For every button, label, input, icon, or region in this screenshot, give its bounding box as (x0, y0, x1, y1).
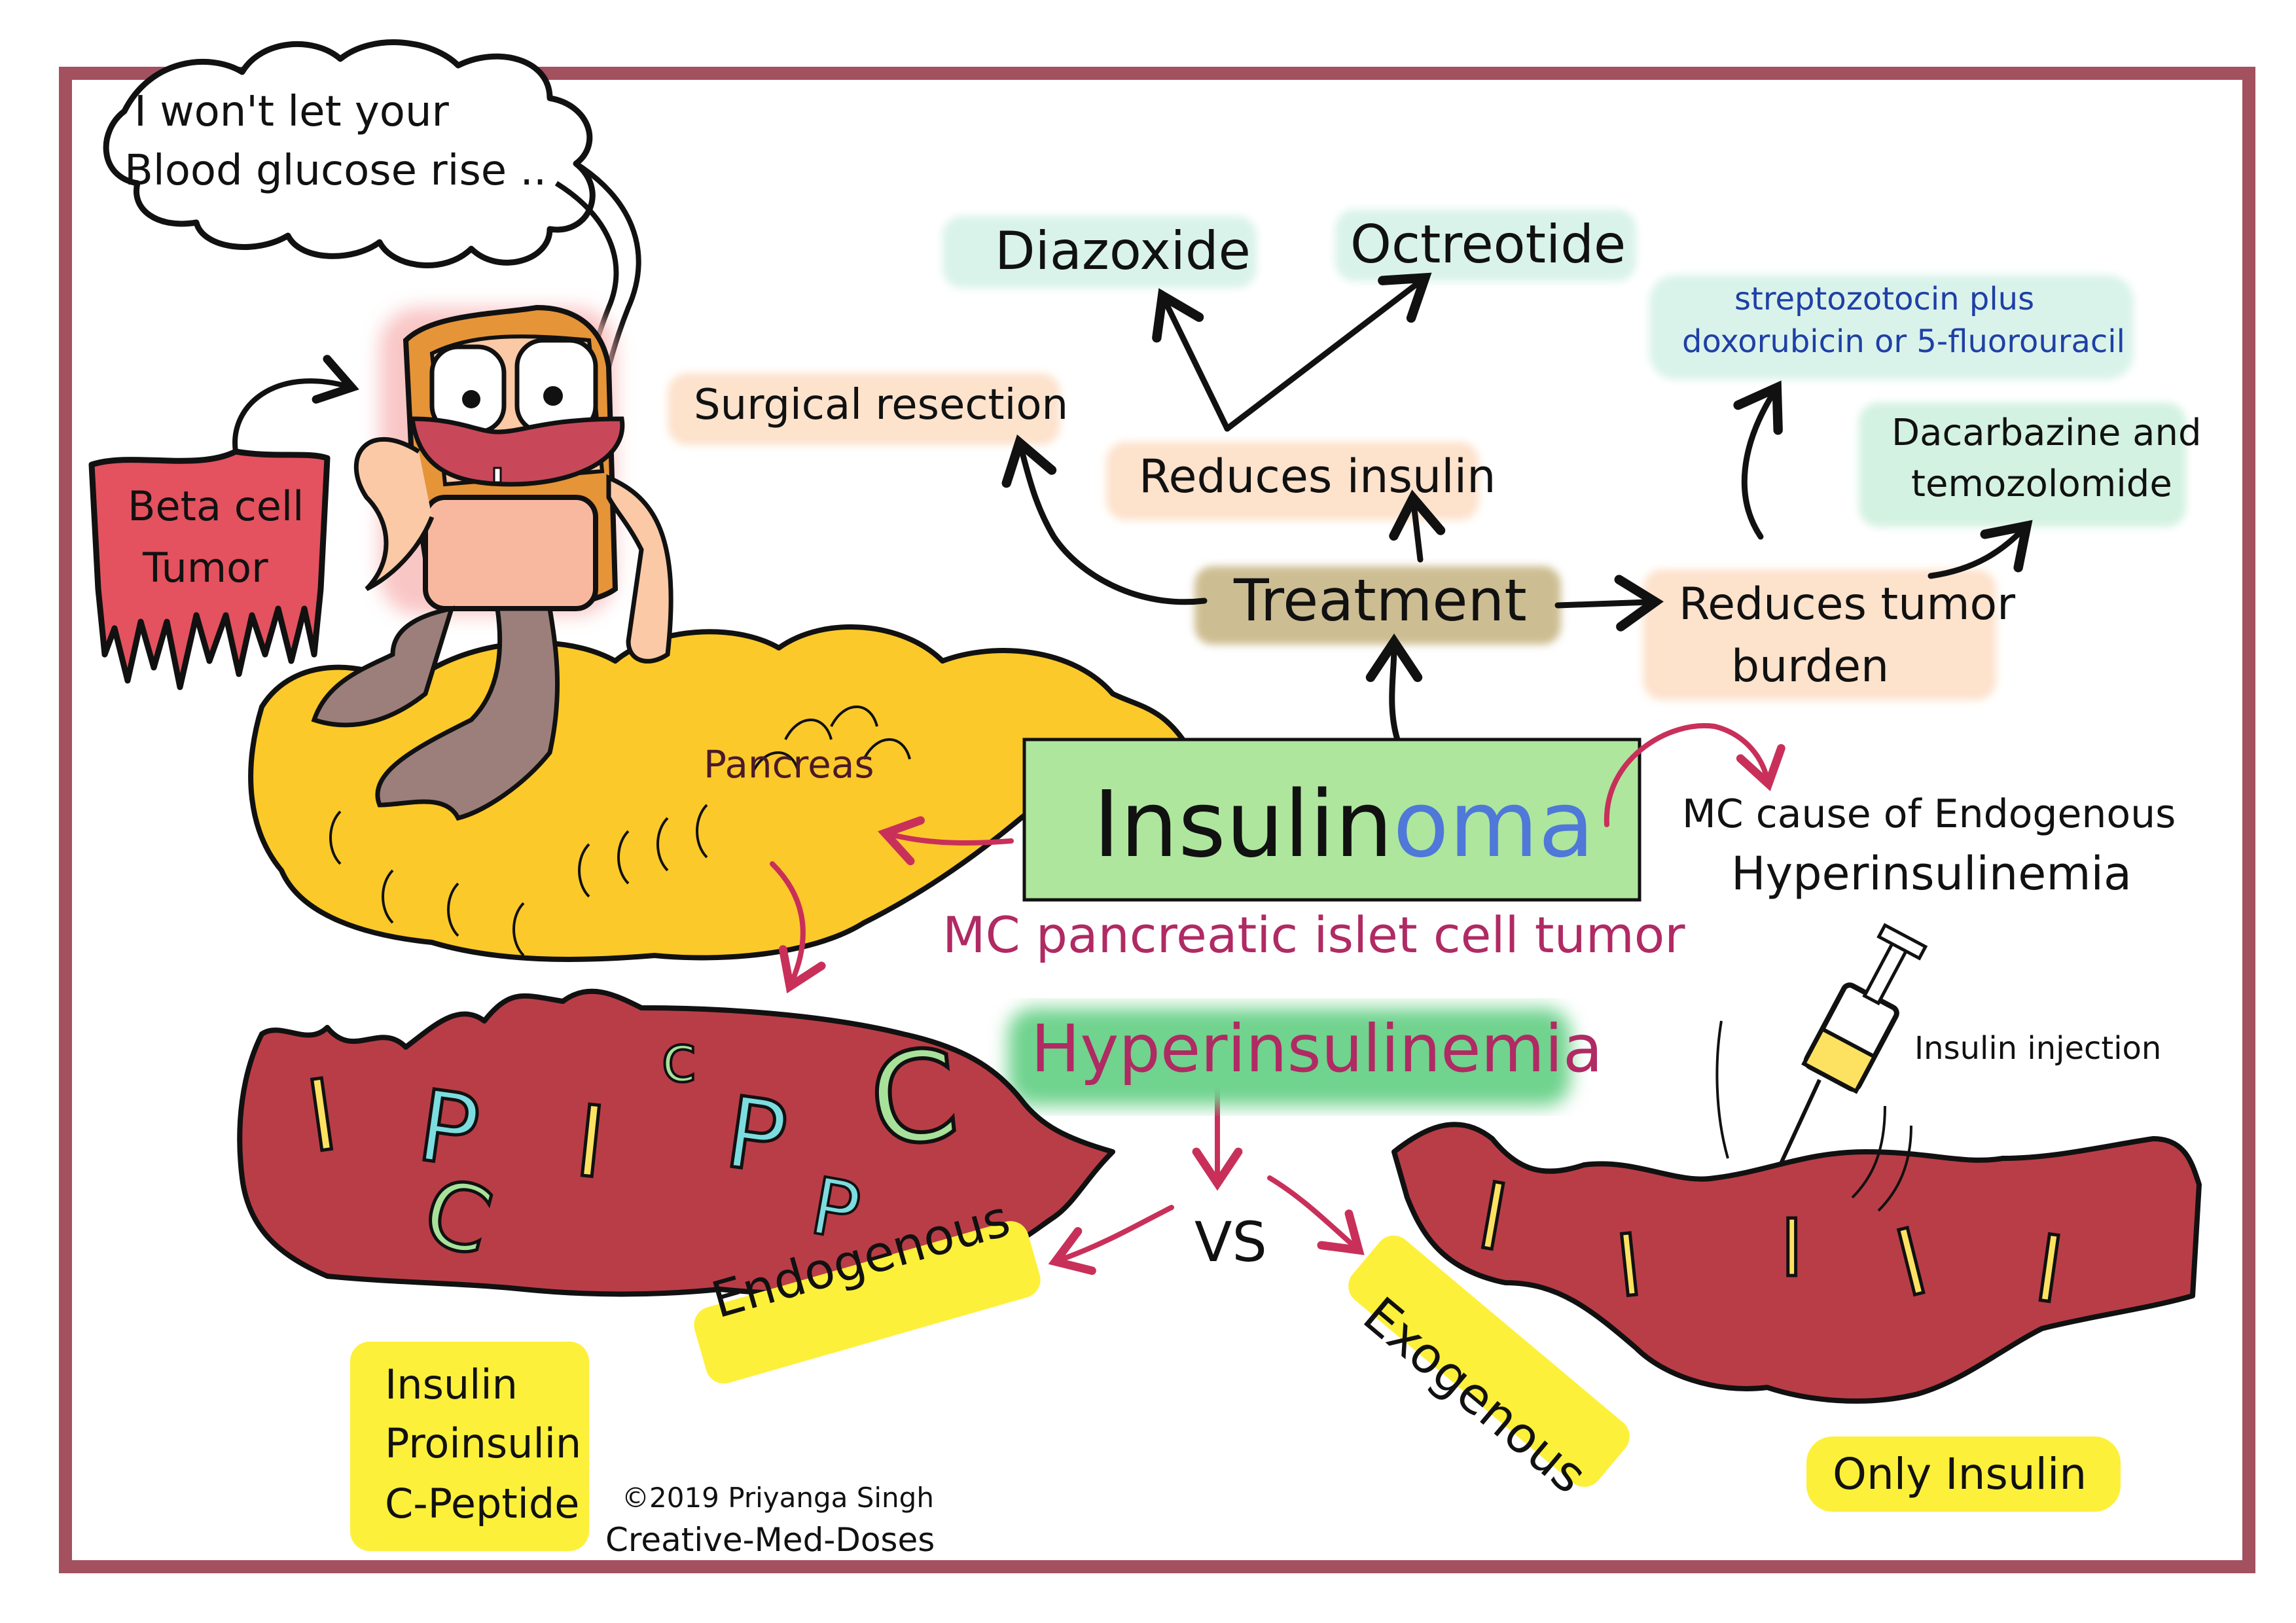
hyperinsulinemia-heading: Hyperinsulinemia (1031, 1010, 1604, 1087)
reduces-tumor-label-line-1: Reduces tumor (1679, 579, 2016, 630)
surgical-resection-label: Surgical resection (694, 381, 1069, 429)
box-treatment (1194, 566, 1561, 645)
thought-bubble (103, 39, 596, 268)
chemo-regimen-2-line-1: Dacarbazine and (1892, 412, 2202, 454)
hyperinsulinemia-glow (1008, 1008, 1571, 1106)
chemo-regimen-1-line-2: doxorubicin or 5-fluorouracil (1682, 323, 2125, 360)
box-diazoxide (942, 216, 1257, 288)
only-insulin-highlight (1806, 1436, 2121, 1512)
pancreas-lobule-marks (329, 705, 911, 957)
box-surgical (668, 373, 1060, 445)
exogenous-vessel (1391, 1122, 2202, 1404)
thought-bubble-line-2: Blood glucose rise .. (124, 147, 547, 195)
endogenous-vessel (237, 988, 1115, 1297)
vs-label: VS (1194, 1210, 1267, 1274)
markers-highlight (350, 1342, 589, 1551)
beta-cell-label-line-2: Tumor (143, 544, 268, 592)
page-title: Insulinoma (1093, 772, 1594, 878)
drug-diazoxide: Diazoxide (995, 221, 1251, 281)
title-part-oma: oma (1393, 772, 1595, 878)
box-reduces-insulin (1106, 442, 1479, 520)
pancreas-label: Pancreas (704, 742, 874, 787)
endogenous-marker-proinsulin: Proinsulin (385, 1419, 582, 1467)
mc-cause-line-2: Hyperinsulinemia (1731, 847, 2132, 901)
box-chemo-2 (1859, 402, 2186, 527)
only-insulin-label: Only Insulin (1833, 1449, 2087, 1499)
box-chemo-1 (1649, 275, 2134, 380)
chemo-regimen-2-line-2: temozolomide (1911, 463, 2172, 505)
treatment-arrows (1001, 272, 2033, 743)
exogenous-highlight (1348, 1236, 1630, 1487)
endogenous-highlight (694, 1221, 1041, 1384)
box-octreotide (1335, 209, 1636, 281)
beta-cell-character (311, 304, 673, 821)
chemo-regimen-1-line-1: streptozotocin plus (1734, 281, 2035, 317)
endogenous-marker-c-peptide: C-Peptide (385, 1480, 580, 1527)
reduces-tumor-label-line-2: burden (1731, 641, 1890, 692)
page-frame (59, 67, 2255, 1573)
vessel-letter-insulin: I (1778, 1202, 1804, 1296)
mc-cause-line-1: MC cause of Endogenous (1682, 791, 2176, 837)
subtitle: MC pancreatic islet cell tumor (942, 906, 1685, 964)
title-part-insulin: Insulin (1093, 772, 1393, 878)
copyright-text: ©2019 Priyanga Singh (622, 1482, 934, 1514)
box-reduces-tumor (1643, 569, 1996, 700)
beta-cell-label-line-1: Beta cell (128, 482, 304, 530)
endogenous-marker-insulin: Insulin (385, 1361, 518, 1408)
reduces-insulin-label: Reduces insulin (1139, 450, 1496, 503)
character-mouth (410, 416, 625, 487)
thought-bubble-line-1: I won't let your (134, 88, 449, 136)
drug-octreotide: Octreotide (1350, 214, 1626, 275)
brand-text: Creative-Med-Doses (605, 1521, 935, 1559)
insulinoma-box (1022, 738, 1641, 902)
syringe-icon (1715, 923, 1928, 1212)
insulinoma-arrows (770, 722, 1785, 1275)
vessel-letter-c-peptide: c (660, 1020, 698, 1097)
treatment-label: Treatment (1234, 567, 1527, 634)
beta-cell-tag-shape (88, 448, 331, 690)
insulin-injection-label: Insulin injection (1914, 1030, 2162, 1067)
vessel-letter-c-peptide: C (861, 1020, 967, 1177)
